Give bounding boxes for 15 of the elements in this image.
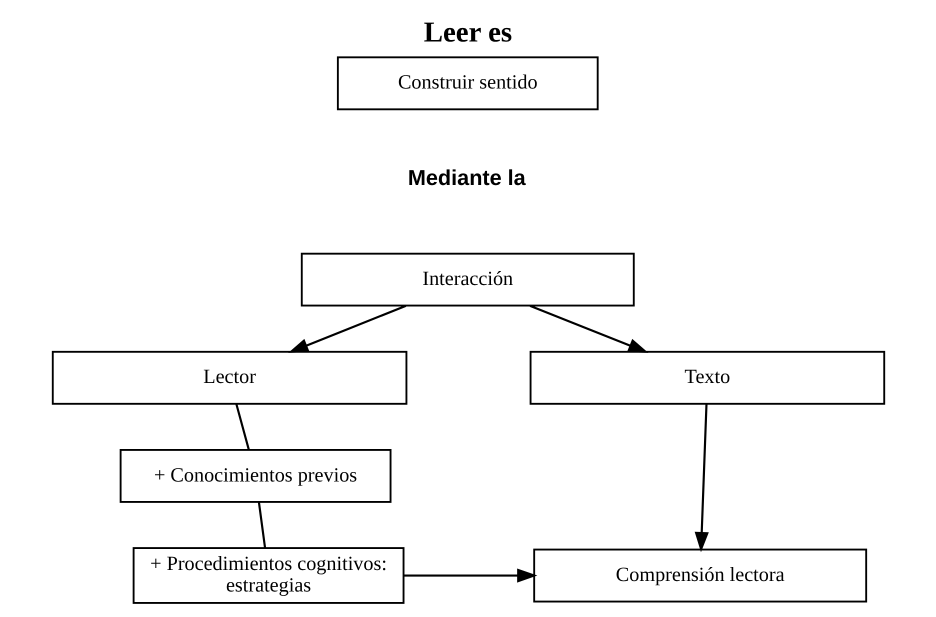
arrow [529, 304, 648, 353]
node-box: Construir sentido [336, 56, 598, 110]
connector [234, 404, 250, 450]
node-box: + Conocimientos previos [119, 449, 391, 503]
arrow [403, 568, 537, 583]
node-box: + Procedimientos cognitivos: estrategias [132, 547, 404, 604]
connector [257, 502, 266, 548]
node-box: Interacción [300, 252, 634, 307]
diagram-title: Leer es [423, 16, 512, 48]
node-box: Lector [51, 350, 407, 405]
node-box: Texto [529, 350, 885, 405]
node-box: Comprensión lectora [532, 548, 867, 602]
arrow [694, 404, 708, 552]
arrow [288, 304, 406, 353]
label: Mediante la [407, 165, 526, 190]
